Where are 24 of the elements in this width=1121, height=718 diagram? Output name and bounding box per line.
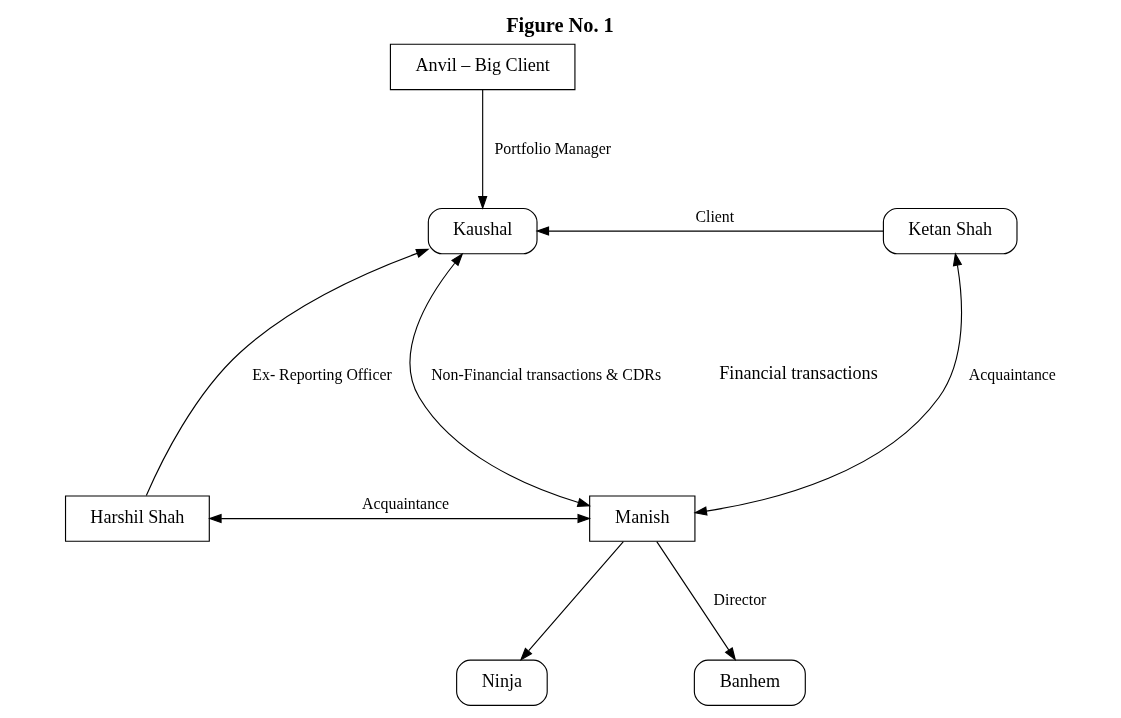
node-box: Manish (589, 495, 696, 542)
edge-label: Acquaintance (968, 365, 1056, 383)
arrow (535, 226, 884, 236)
edge-label: Client (695, 207, 735, 225)
arrow (409, 252, 592, 507)
node-box: Anvil – Big Client (389, 43, 576, 91)
edge-label: Portfolio Manager (494, 139, 612, 157)
diagram-title: Figure No. 1 (506, 14, 614, 37)
node-box: Ketan Shah (882, 207, 1018, 255)
label: Financial transactions (719, 363, 878, 384)
arrow (656, 541, 737, 662)
node-box: Banhem (693, 659, 806, 706)
arrow (519, 541, 624, 661)
arrow (477, 89, 488, 210)
arrow (145, 248, 430, 497)
node-box: Ninja (456, 659, 548, 706)
edge-label: Acquaintance (362, 495, 450, 513)
arrow (208, 513, 592, 524)
edge-label: Director (713, 591, 767, 609)
node-box: Kaushal (427, 207, 538, 255)
edge-label: Ex- Reporting Officer (252, 365, 392, 383)
node-box: Harshil Shah (64, 495, 210, 542)
edge-label: Non-Financial transactions & CDRs (431, 365, 662, 383)
arrow (693, 252, 963, 516)
